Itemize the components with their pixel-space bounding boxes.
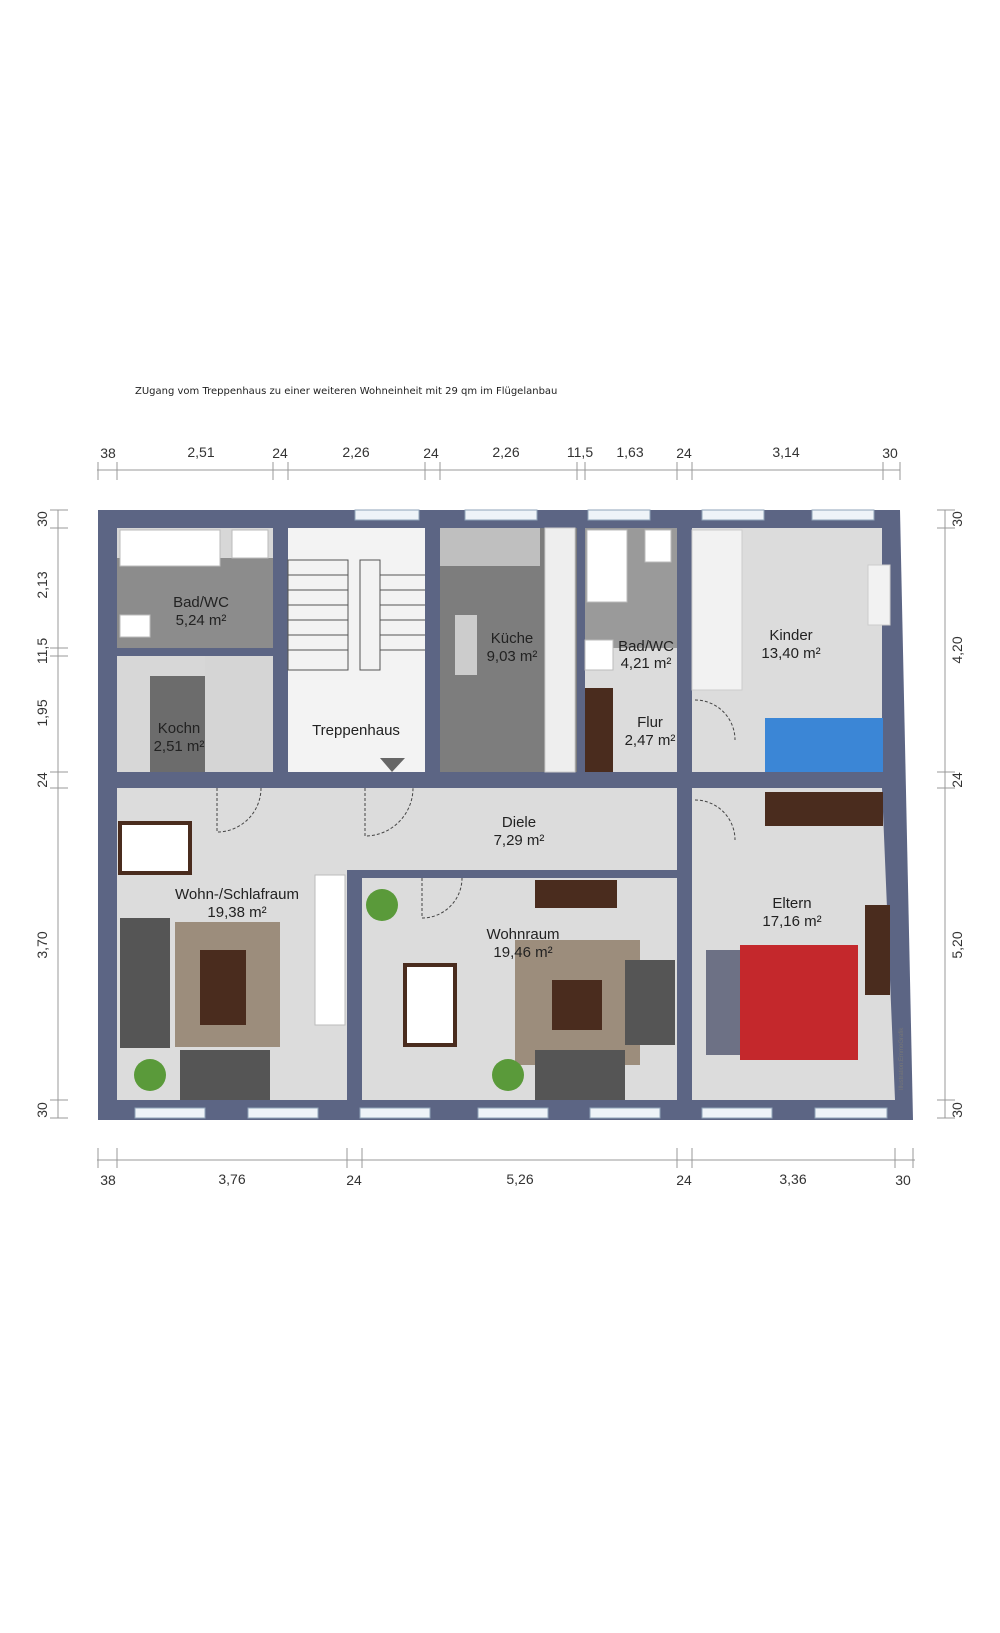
illustration-credit: Illustration:EmmoGrafik: [899, 1027, 905, 1090]
access-note: ZUgang vom Treppenhaus zu einer weiteren…: [135, 386, 558, 397]
dim-left-3: 11,5: [34, 638, 50, 664]
dim-top-2: 2,51: [187, 444, 214, 460]
dim-left-2: 2,13: [34, 571, 50, 598]
dim-bottom-7: 30: [895, 1172, 911, 1188]
dim-top-11: 30: [882, 445, 898, 461]
room-bad-wc-1-area: 5,24 m²: [176, 612, 227, 629]
stair-arrow-icon: [380, 758, 405, 772]
room-eltern-name: Eltern: [772, 895, 811, 912]
dim-bottom-3: 24: [346, 1172, 362, 1188]
dim-top-10: 3,14: [772, 444, 799, 460]
dim-bottom-2: 3,76: [218, 1171, 245, 1187]
dim-left-5: 24: [34, 772, 50, 788]
dim-top-3: 24: [272, 445, 288, 461]
dim-right-2: 4,20: [949, 636, 965, 663]
windows: [134, 509, 888, 1119]
room-wohnraum-area: 19,46 m²: [493, 944, 552, 961]
dim-right-4: 5,20: [949, 931, 965, 958]
room-diele-area: 7,29 m²: [494, 832, 545, 849]
dim-bottom-4: 5,26: [506, 1171, 533, 1187]
dim-left-1: 30: [34, 511, 50, 527]
dim-right-5: 30: [949, 1102, 965, 1118]
dim-top-9: 24: [676, 445, 692, 461]
room-kueche-name: Küche: [491, 630, 534, 647]
room-bad-wc-1-name: Bad/WC: [173, 594, 229, 611]
dim-top-1: 38: [100, 445, 116, 461]
dim-bottom-6: 3,36: [779, 1171, 806, 1187]
room-kueche-area: 9,03 m²: [487, 648, 538, 665]
room-treppenhaus-name: Treppenhaus: [312, 722, 400, 739]
room-eltern-area: 17,16 m²: [762, 913, 821, 930]
room-wohn-schlafraum-area: 19,38 m²: [207, 904, 266, 921]
dim-left-4: 1,95: [34, 699, 50, 726]
dim-top-8: 1,63: [616, 444, 643, 460]
room-kinder-area: 13,40 m²: [761, 645, 820, 662]
room-flur-name: Flur: [637, 714, 663, 731]
dim-bottom-5: 24: [676, 1172, 692, 1188]
room-kochn-name: Kochn: [158, 720, 201, 737]
room-bad-wc-2-area: 4,21 m²: [621, 655, 672, 672]
dim-bottom-1: 38: [100, 1172, 116, 1188]
dim-top-4: 2,26: [342, 444, 369, 460]
room-wohnraum-name: Wohnraum: [486, 926, 559, 943]
dim-top-5: 24: [423, 445, 439, 461]
room-bad-wc-2-name: Bad/WC: [618, 638, 674, 655]
door-swings: [216, 699, 736, 919]
interior-walls: [117, 528, 882, 1100]
dimension-lines: [50, 462, 955, 1168]
furniture: [118, 527, 891, 1100]
room-kochn-area: 2,51 m²: [154, 738, 205, 755]
staircase: [287, 559, 425, 671]
dim-left-6: 3,70: [34, 931, 50, 958]
room-diele-name: Diele: [502, 814, 536, 831]
room-wohn-schlafraum-name: Wohn-/Schlafraum: [175, 886, 299, 903]
dim-top-7: 11,5: [567, 444, 593, 460]
room-kinder-name: Kinder: [769, 627, 812, 644]
dim-right-1: 30: [949, 511, 965, 527]
dim-top-6: 2,26: [492, 444, 519, 460]
dim-right-3: 24: [949, 772, 965, 788]
dim-left-7: 30: [34, 1102, 50, 1118]
room-flur-area: 2,47 m²: [625, 732, 676, 749]
